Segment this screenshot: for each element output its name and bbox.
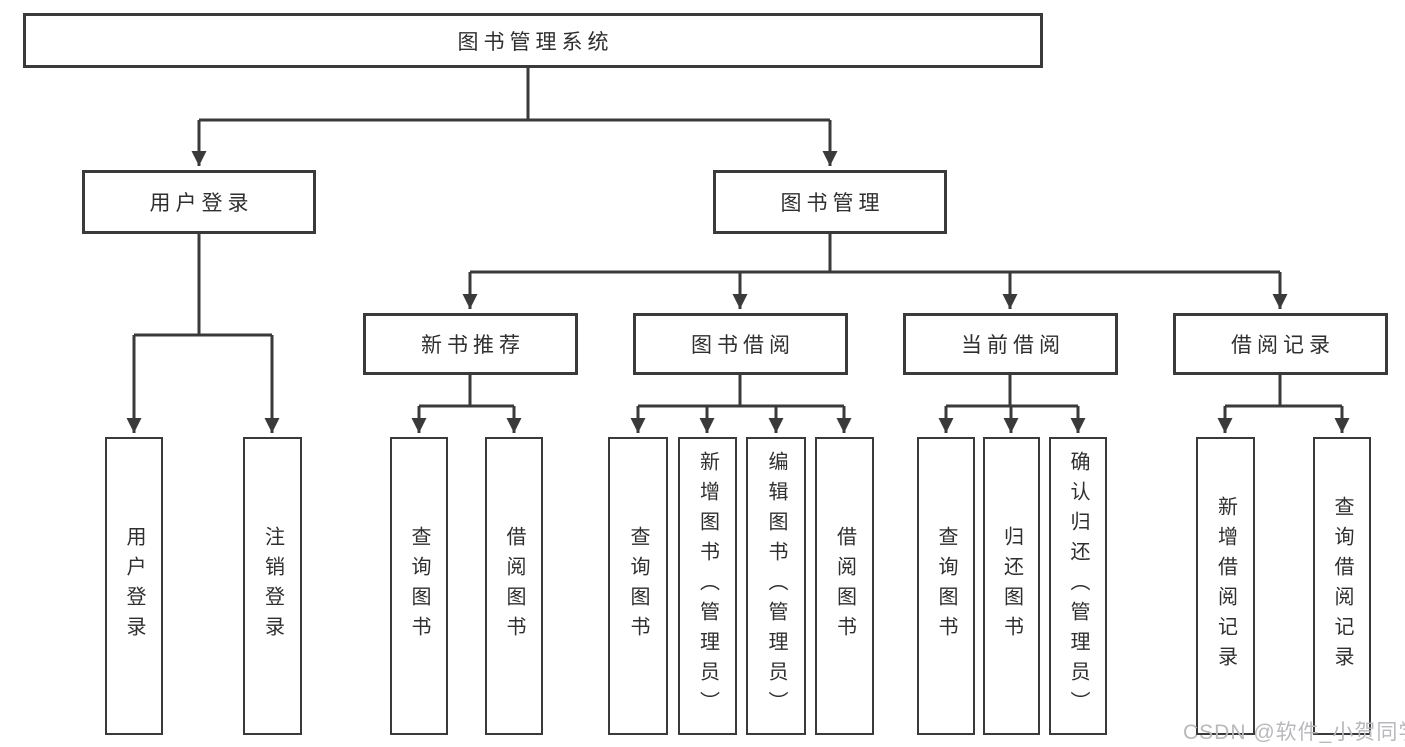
node-root: 图书管理系统 [23, 13, 1043, 68]
connector-rail [199, 68, 830, 122]
leaf-br-add-record: 新增借阅记录 [1196, 437, 1255, 735]
connector-rail [946, 375, 1078, 408]
leaf-user-login: 用户登录 [105, 437, 163, 735]
leaf-label: 查询图书 [627, 526, 649, 646]
leaf-bb-edit-books: 编辑图书（管理员） [746, 437, 806, 735]
leaf-cb-confirm-return: 确认归还（管理员） [1049, 437, 1107, 735]
node-book-borrow: 图书借阅 [633, 313, 848, 375]
leaf-label: 用户登录 [123, 526, 145, 646]
connector-user-login-to-leaves [126, 234, 280, 433]
leaf-label: 注销登录 [261, 526, 284, 646]
connector-rail [134, 234, 272, 337]
connector-book-mgmt-to-level3 [462, 234, 1288, 309]
leaf-label: 查询借阅记录 [1331, 496, 1353, 676]
connector-root-to-level2 [191, 68, 838, 166]
leaf-logout: 注销登录 [243, 437, 302, 735]
leaf-nb-query-books: 查询图书 [390, 437, 448, 735]
watermark: CSDN @软件_小贺同学 [1183, 721, 1405, 744]
connector-book-borrow-to-leaves [630, 375, 852, 433]
leaf-label: 借阅图书 [833, 526, 856, 646]
leaf-label: 确认归还（管理员） [1067, 451, 1089, 721]
leaf-label: 查询图书 [935, 526, 957, 646]
node-book-mgmt: 图书管理 [713, 170, 947, 234]
leaf-cb-query-books: 查询图书 [917, 437, 975, 735]
leaf-label: 新增借阅记录 [1214, 496, 1237, 676]
leaf-label: 查询图书 [408, 526, 430, 646]
leaf-label: 新增图书（管理员） [696, 451, 719, 721]
leaf-bb-query-books: 查询图书 [608, 437, 668, 735]
node-borrow-records: 借阅记录 [1173, 313, 1388, 375]
leaf-cb-return-books: 归还图书 [983, 437, 1040, 735]
node-user-login: 用户登录 [82, 170, 316, 234]
leaf-br-query-record: 查询借阅记录 [1313, 437, 1371, 735]
node-new-books: 新书推荐 [363, 313, 578, 375]
connector-rail [1225, 375, 1342, 408]
leaf-nb-borrow-books: 借阅图书 [485, 437, 543, 735]
connector-borrow-records-to-leaves [1217, 375, 1350, 433]
connector-rail [470, 234, 1280, 274]
leaf-label: 借阅图书 [503, 526, 525, 646]
leaf-label: 编辑图书（管理员） [765, 451, 787, 721]
connector-current-borrow-to-leaves [938, 375, 1086, 433]
connector-rail [419, 375, 514, 408]
leaf-label: 归还图书 [1000, 526, 1023, 646]
leaf-bb-borrow-books: 借阅图书 [815, 437, 874, 735]
connector-rail [638, 375, 844, 408]
leaf-bb-add-books: 新增图书（管理员） [678, 437, 737, 735]
connector-new-books-to-leaves [411, 375, 522, 433]
node-current-borrow: 当前借阅 [903, 313, 1118, 375]
